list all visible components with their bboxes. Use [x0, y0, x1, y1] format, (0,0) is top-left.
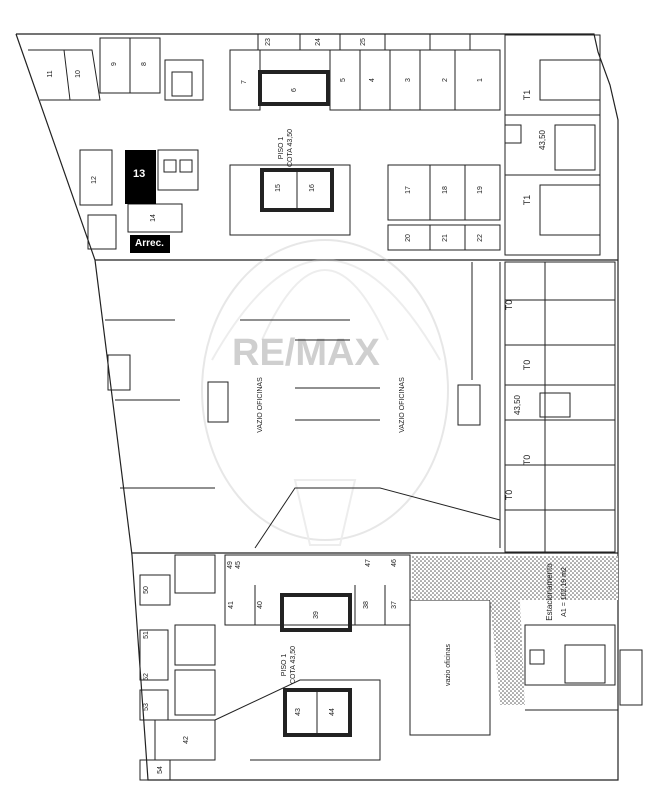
top-labels: 1 2 3 4 5 6 7 8 9 10 11 12 14 15 16 17 1… — [47, 38, 547, 242]
vazio-label: vazio oficinas — [445, 643, 452, 686]
unit-label: 7 — [241, 80, 248, 84]
unit-label: 1 — [477, 78, 484, 82]
top-wing-walls — [28, 34, 601, 256]
watermark — [201, 239, 449, 546]
unit-label: 23 — [265, 38, 272, 46]
unit-label: 44 — [329, 708, 336, 716]
unit-label: 39 — [313, 611, 320, 619]
type-label: T1 — [522, 195, 532, 206]
unit-label: 52 — [143, 673, 150, 681]
unit-label: 19 — [477, 186, 484, 194]
unit-label: 49 — [227, 561, 234, 569]
piso-label: PISO 1 — [281, 654, 288, 677]
unit-label: 21 — [442, 234, 449, 242]
type-label: T0 — [504, 300, 514, 311]
unit-label: 9 — [111, 62, 118, 66]
bottom-wing-walls — [139, 554, 643, 781]
unit-label: 50 — [143, 586, 150, 594]
unit-label: 40 — [257, 601, 264, 609]
unit-label: 8 — [141, 62, 148, 66]
storage-label: Arrec. — [135, 238, 164, 249]
building-outline — [15, 33, 619, 781]
unit-label: 42 — [183, 736, 190, 744]
type-label: T0 — [522, 455, 532, 466]
piso-label: PISO 1 — [278, 137, 285, 160]
parking-label: Estacionamento — [545, 563, 554, 621]
type-label: T0 — [504, 490, 514, 501]
storage-highlight — [130, 235, 170, 253]
unit-label: 38 — [363, 601, 370, 609]
unit-label: 25 — [360, 38, 367, 46]
unit-label: 16 — [309, 184, 316, 192]
unit-label: 45 — [235, 561, 242, 569]
unit-label: 20 — [405, 234, 412, 242]
unit-label: 3 — [405, 78, 412, 82]
unit-label: 5 — [340, 78, 347, 82]
unit-label: 43 — [295, 708, 302, 716]
vazio-label: VAZIO OFICINAS — [257, 377, 264, 433]
unit-label: 14 — [150, 214, 157, 222]
unit-label: 37 — [391, 601, 398, 609]
middle-labels: VAZIO OFICINAS VAZIO OFICINAS 43,50 T0 T… — [257, 300, 532, 501]
unit-label: 51 — [143, 631, 150, 639]
bottom-labels: 37 38 39 40 41 42 43 44 45 46 47 49 50 5… — [143, 559, 568, 774]
vazio-label: VAZIO OFICINAS — [399, 377, 406, 433]
unit-label: 54 — [157, 766, 164, 774]
unit-label: 18 — [442, 186, 449, 194]
type-label: T1 — [522, 90, 532, 101]
unit-label: 53 — [143, 703, 150, 711]
unit-13-label: 13 — [133, 168, 146, 180]
unit-label: 17 — [405, 186, 412, 194]
area-label: A1 = 102,19 m2 — [561, 567, 568, 617]
unit-label: 6 — [291, 88, 298, 92]
watermark-text: RE/MAX — [232, 332, 380, 374]
unit-13-highlight — [125, 150, 156, 204]
unit-label: 22 — [477, 234, 484, 242]
unit-label: 41 — [228, 601, 235, 609]
unit-label: 12 — [91, 176, 98, 184]
unit-label: 46 — [391, 559, 398, 567]
unit-label: 11 — [47, 70, 54, 77]
elevation-label: 43,50 — [538, 129, 547, 150]
unit-label: 24 — [315, 38, 322, 46]
type-label: T0 — [522, 360, 532, 371]
elevation-label: 43,50 — [513, 394, 522, 415]
cota-label: COTA 43,50 — [287, 129, 294, 167]
parking-hatch — [412, 556, 618, 600]
cota-label: COTA 43,50 — [290, 646, 297, 684]
unit-label: 15 — [275, 184, 282, 192]
unit-label: 2 — [442, 78, 449, 82]
unit-label: 4 — [369, 78, 376, 82]
unit-label: 47 — [365, 559, 372, 567]
unit-label: 10 — [75, 70, 82, 78]
parking-hatch-diag — [490, 600, 525, 705]
middle-wing-walls — [105, 261, 616, 553]
